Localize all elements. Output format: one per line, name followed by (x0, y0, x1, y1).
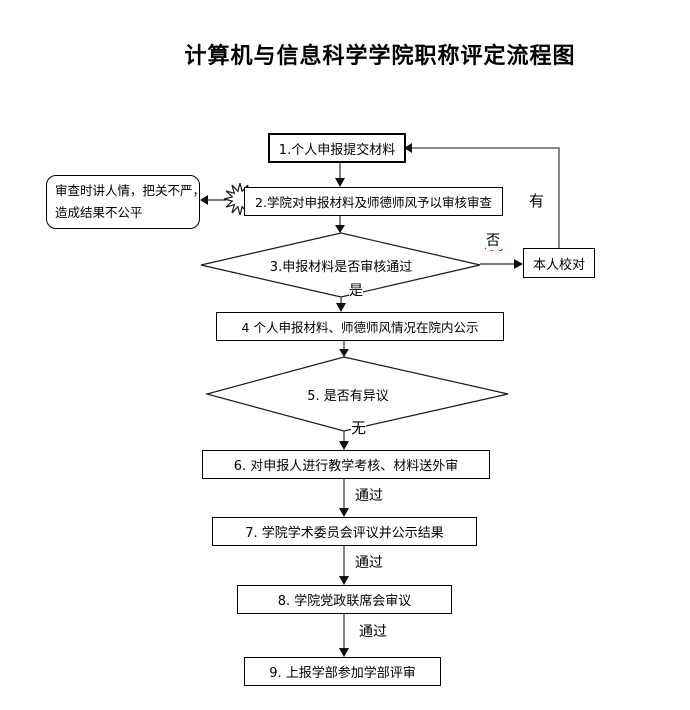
arrowhead-down-icon (339, 441, 349, 450)
flow-step-9-report-to-faculty: 9. 上报学部参加学部评审 (244, 657, 441, 686)
flow-step-1-submit-materials: 1.个人申报提交材料 (268, 133, 406, 163)
risk-callout: 审查时讲人情，把关不严， 造成结果不公平 (46, 175, 206, 229)
arrowheads (200, 143, 523, 657)
flow-step-6-teaching-assessment-external-review: 6. 对申报人进行教学考核、材料送外审 (202, 450, 490, 479)
edge-label-none: 无 (351, 417, 367, 438)
arrowhead-down-icon (335, 225, 345, 233)
connector-lines (208, 163, 514, 649)
edge-label-pass-1: 通过 (355, 485, 383, 505)
arrowhead-down-icon (336, 303, 346, 312)
arrowhead-down-icon (335, 178, 345, 187)
edge-label-pass-2: 通过 (355, 552, 383, 572)
arrowhead-left-icon (200, 195, 208, 205)
flow-step-self-proofread: 本人校对 (523, 248, 595, 278)
edge-label-no: 否 (486, 230, 500, 250)
arrowhead-down-icon (339, 508, 349, 517)
decision-5-label: 5. 是否有异议 (307, 389, 389, 404)
arrowhead-down-icon (339, 648, 349, 657)
edge-label-pass-3: 通过 (359, 621, 387, 641)
flow-step-8-party-admin-joint-meeting: 8. 学院党政联席会审议 (237, 585, 452, 614)
risk-callout-line1: 审查时讲人情，把关不严， (55, 183, 206, 198)
arrowhead-right-icon (514, 259, 523, 269)
edge-label-have: 有 (529, 190, 545, 211)
flow-step-4-publicize-in-college: 4 个人申报材料、师德师风情况在院内公示 (216, 312, 504, 341)
risk-callout-line2: 造成结果不公平 (55, 205, 143, 220)
arrowhead-left-icon (404, 143, 412, 153)
edge-label-yes: 是 (349, 280, 363, 300)
arrowhead-down-icon (339, 349, 349, 357)
flow-step-7-academic-committee-review: 7. 学院学术委员会评议并公示结果 (212, 517, 477, 546)
decision-3-label: 3.申报材料是否审核通过 (269, 260, 413, 275)
edge-proofread-loop-to-box1 (412, 147, 560, 248)
flow-step-2-college-review: 2.学院对申报材料及师德师风予以审核审查 (244, 187, 503, 216)
arrowhead-down-icon (339, 576, 349, 585)
page-title: 计算机与信息科学学院职称评定流程图 (184, 43, 576, 69)
